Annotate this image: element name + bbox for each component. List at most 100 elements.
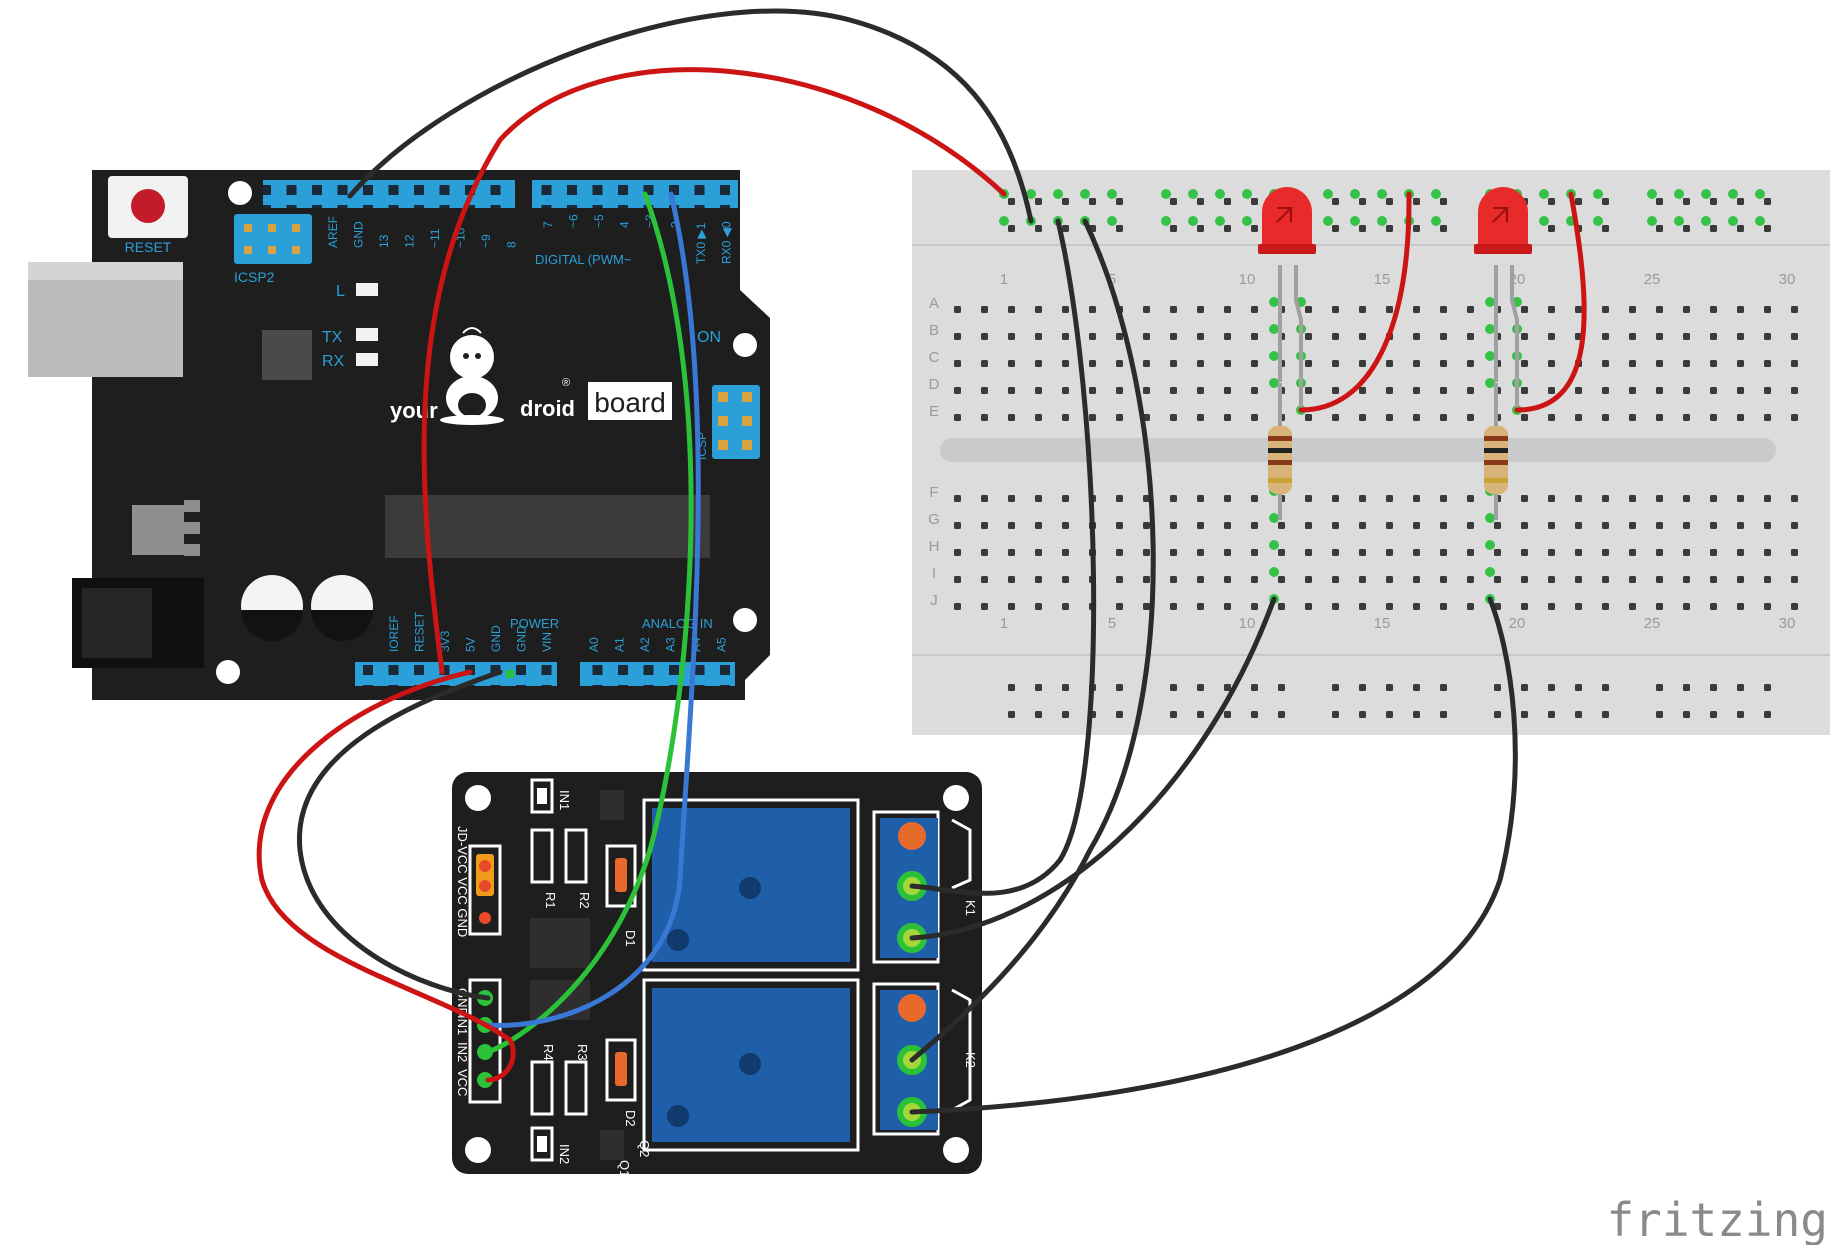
wire-black-rail-to-k2-com xyxy=(909,218,1156,1063)
column-number: 5 xyxy=(1108,271,1116,288)
row-letter: H xyxy=(929,538,940,555)
input-pin-label: VCC xyxy=(455,1069,470,1096)
column-number: 30 xyxy=(1779,271,1796,288)
diode-d1 xyxy=(605,844,637,908)
mount-hole xyxy=(465,1137,491,1163)
component-label: Q1 xyxy=(617,1160,632,1177)
wire-red-rail-to-led2 xyxy=(1514,191,1587,413)
column-number: 25 xyxy=(1644,615,1661,632)
diode-d2 xyxy=(605,1038,637,1102)
pin-label: ~9 xyxy=(479,234,493,248)
resistor xyxy=(1484,383,1508,520)
pin-label: A2 xyxy=(638,637,652,652)
usb-connector xyxy=(28,262,183,377)
power-label: POWER xyxy=(510,616,559,631)
column-number: 15 xyxy=(1374,271,1391,288)
mount-hole xyxy=(228,181,252,205)
wire-black-rail-to-k1-com xyxy=(909,218,1097,896)
pin-label: RX0 ◀0 xyxy=(720,221,734,264)
terminal-holes-top xyxy=(940,291,1804,426)
led-tx xyxy=(356,328,378,341)
row-letter: F xyxy=(929,484,938,501)
row-letter: C xyxy=(929,349,940,366)
wire-green-d3-to-in2 xyxy=(485,191,694,1055)
mount-hole xyxy=(465,785,491,811)
resistor-r2 xyxy=(564,828,588,884)
pin-label: A0 xyxy=(587,637,601,652)
logo-droid-text: droid xyxy=(520,396,575,421)
led-rx xyxy=(356,353,378,366)
transistor-q2 xyxy=(600,1130,624,1160)
mount-hole xyxy=(216,660,240,684)
pin-label: AREF xyxy=(326,216,340,248)
column-number: 15 xyxy=(1374,615,1391,632)
fritzing-watermark: fritzing xyxy=(1606,1193,1828,1245)
capacitor xyxy=(311,575,373,641)
component-label: R2 xyxy=(577,892,592,909)
arduino-board: RESET ICSP2 L TX RX your droid ® xyxy=(28,170,770,700)
icsp2-label: ICSP2 xyxy=(234,269,275,285)
pin-label: GND xyxy=(489,625,503,652)
optocoupler xyxy=(530,918,590,968)
wire-black-gnd-to-relay-gnd xyxy=(297,669,503,1001)
jdvcc-jumper[interactable] xyxy=(468,844,502,936)
digital-label: DIGITAL (PWM~ xyxy=(535,252,632,267)
row-letter: G xyxy=(928,511,940,528)
pin-label: 5V xyxy=(464,637,478,652)
arduino-pcb xyxy=(92,170,770,700)
power-rail-bottom xyxy=(994,670,1777,724)
column-number: 20 xyxy=(1509,615,1526,632)
wire-black-gnd-to-rail xyxy=(347,8,1034,224)
resistor xyxy=(1268,383,1292,520)
wire-black-k2-no-to-led2 xyxy=(909,596,1518,1115)
pin-label: 8 xyxy=(505,241,519,248)
pin-label: ~5 xyxy=(592,214,606,228)
icsp2-header[interactable] xyxy=(234,214,312,264)
pin-label: 3V3 xyxy=(438,630,452,652)
row-letter: J xyxy=(930,592,938,609)
wire-red-rail-to-led1 xyxy=(1298,191,1412,413)
component-label: K1 xyxy=(963,900,978,916)
pin-label: VIN xyxy=(540,632,554,652)
input-pin-label: IN2 xyxy=(455,1042,470,1062)
pin-label: A5 xyxy=(715,637,729,652)
mount-hole xyxy=(943,785,969,811)
red-led xyxy=(1474,187,1532,410)
yourdroid-logo xyxy=(440,327,504,425)
component-label: R3 xyxy=(575,1044,590,1061)
pin-label: GND xyxy=(515,625,529,652)
component-label: D2 xyxy=(623,1110,638,1127)
pin-label: TX0 ▶1 xyxy=(694,222,708,264)
logo-board-box xyxy=(588,382,672,420)
component-label: D1 xyxy=(623,930,638,947)
column-number: 1 xyxy=(1000,615,1008,632)
component-label: IN1 xyxy=(557,790,572,810)
resistor-r4 xyxy=(530,1060,554,1116)
pin-label: ~6 xyxy=(567,214,581,228)
mount-hole xyxy=(733,608,757,632)
pin-label: 4 xyxy=(618,221,632,228)
input-header[interactable] xyxy=(468,978,502,1104)
logo-registered: ® xyxy=(562,377,570,389)
row-letter: A xyxy=(929,295,939,312)
led-in1 xyxy=(530,778,554,814)
terminal-holes-bottom xyxy=(940,480,1804,615)
row-letter: D xyxy=(929,376,940,393)
row-letter: E xyxy=(929,403,939,420)
component-label: R4 xyxy=(541,1044,556,1061)
wire-red-5v-to-rail xyxy=(421,67,1007,675)
input-pin-label: IN1 xyxy=(455,1015,470,1035)
pin-label: 12 xyxy=(403,234,417,248)
wire-black-k1-no-to-led1 xyxy=(909,596,1277,941)
pin-label: RESET xyxy=(413,611,427,652)
component-label: IN2 xyxy=(557,1144,572,1164)
